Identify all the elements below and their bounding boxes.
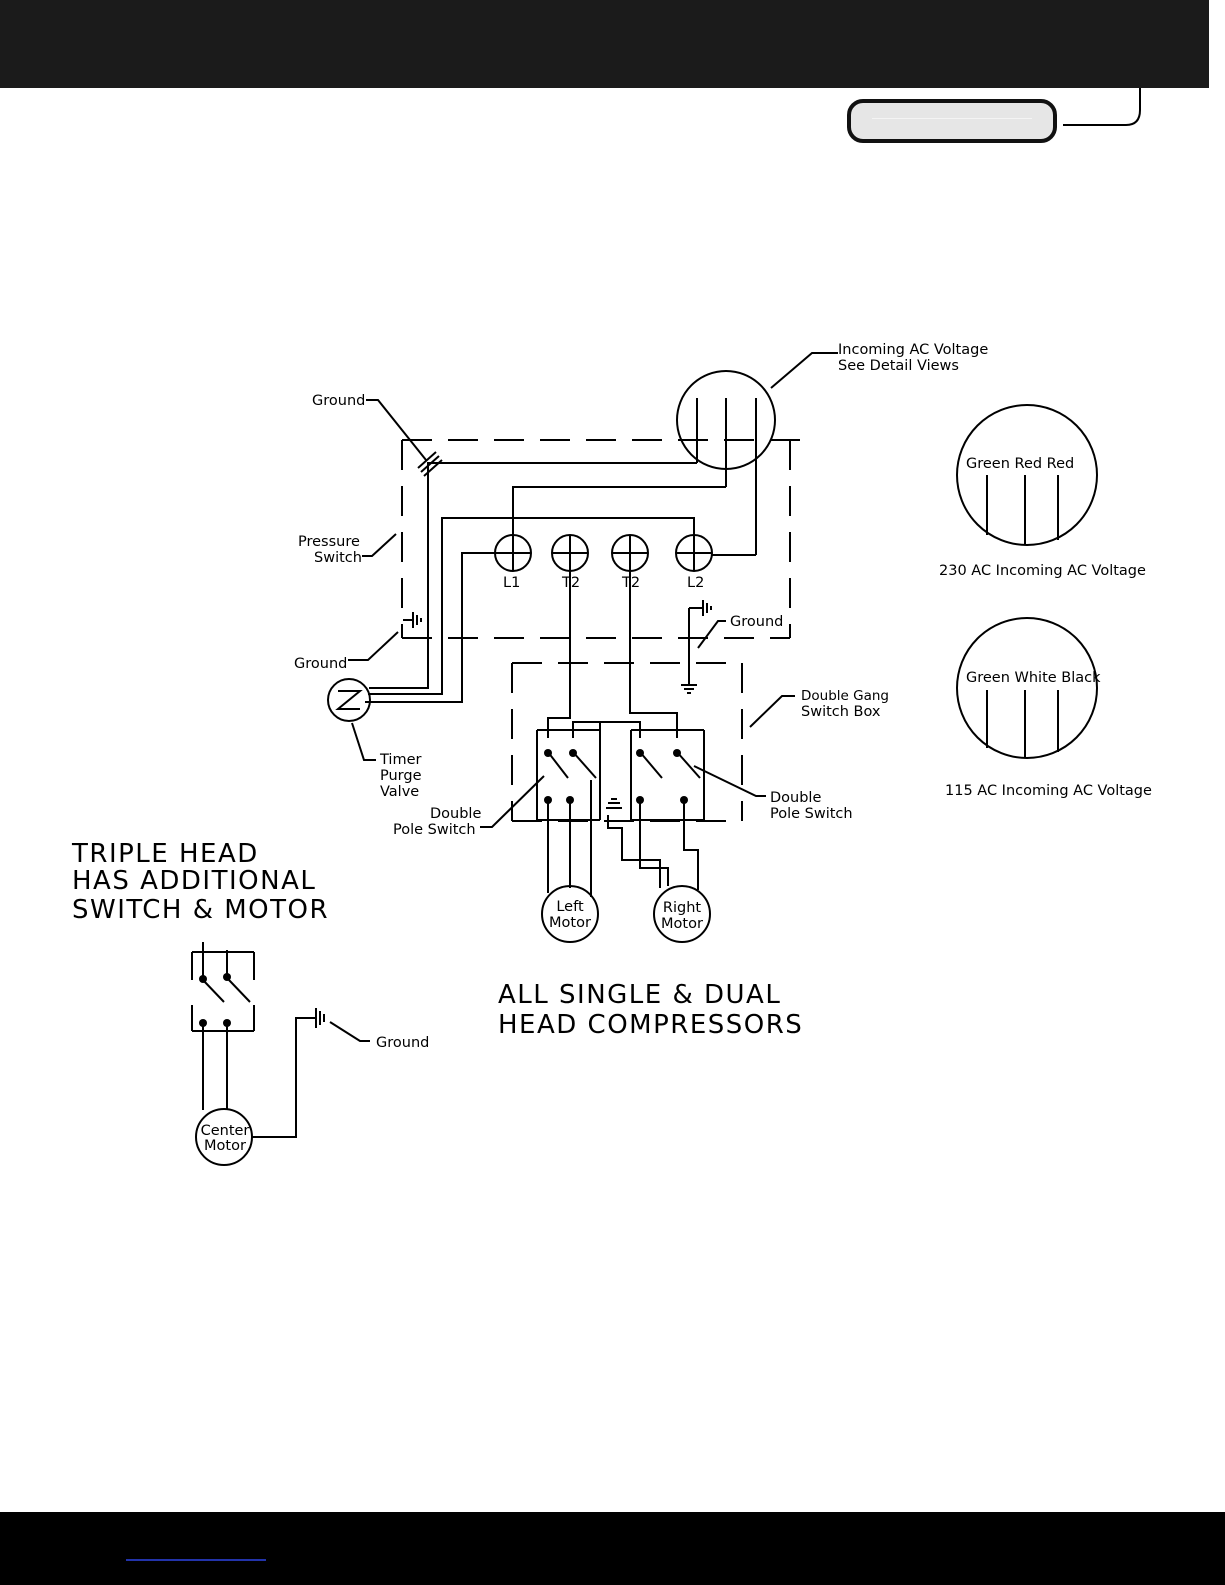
detail-230-circle bbox=[956, 404, 1098, 546]
leader-ground-top bbox=[366, 399, 427, 461]
leader-dps-right bbox=[693, 765, 766, 797]
leader-incoming bbox=[770, 352, 838, 389]
ground-symbol-mid bbox=[688, 600, 712, 685]
label-dps-right-2: Pole Switch bbox=[770, 806, 853, 822]
label-terminal-t2b: T2 bbox=[621, 575, 640, 591]
label-left-motor-1: Left bbox=[556, 899, 584, 915]
ground-symbol-top bbox=[417, 451, 443, 477]
center-motor-ground-wire bbox=[252, 1017, 316, 1138]
leader-ground-left bbox=[348, 631, 399, 661]
leader-ground-mid bbox=[697, 620, 726, 649]
header-bar-edge bbox=[1209, 0, 1225, 88]
label-incoming-2: See Detail Views bbox=[838, 358, 959, 374]
detail-230-wires bbox=[986, 475, 1059, 545]
label-triple-3: SWITCH & MOTOR bbox=[72, 895, 329, 925]
label-terminal-l2: L2 bbox=[687, 575, 704, 591]
leader-timer bbox=[351, 722, 376, 761]
incoming-ac-wires bbox=[696, 398, 757, 555]
label-all-2: HEAD COMPRESSORS bbox=[498, 1010, 803, 1040]
wire-right-motor-ground bbox=[607, 815, 661, 888]
wire-l1-to-timer bbox=[365, 552, 495, 703]
leader-pressure-switch bbox=[362, 533, 397, 557]
triple-switch-top-wires bbox=[202, 942, 228, 980]
label-center-motor-1: Center bbox=[201, 1123, 250, 1139]
ground-symbol-box bbox=[606, 798, 622, 809]
footer-bar bbox=[0, 1512, 1225, 1585]
label-dps-right-1: Double bbox=[770, 790, 821, 806]
label-timer-1: Timer bbox=[379, 752, 421, 768]
label-ground-top: Ground bbox=[312, 393, 365, 409]
ground-symbol-left bbox=[403, 612, 422, 628]
wire-t2-right-drop bbox=[629, 571, 678, 738]
ground-symbol-earth bbox=[681, 684, 697, 694]
triple-switch-top bbox=[191, 951, 255, 980]
label-detail-115-caption: 115 AC Incoming AC Voltage bbox=[945, 783, 1152, 799]
double-pole-switch-right bbox=[630, 729, 705, 821]
label-terminal-l1: L1 bbox=[503, 575, 520, 591]
switch-blades-left bbox=[547, 751, 597, 779]
left-motor bbox=[541, 885, 599, 943]
label-dps-left-1: Double bbox=[430, 806, 481, 822]
label-timer-2: Purge bbox=[380, 768, 422, 784]
ground-symbol-bottom bbox=[315, 1008, 325, 1028]
label-gang-2: Switch Box bbox=[801, 704, 881, 720]
label-ground-mid: Ground bbox=[730, 614, 783, 630]
header-tab-highlight bbox=[872, 118, 1032, 119]
triple-motor-wires bbox=[202, 1023, 228, 1110]
header-bar bbox=[0, 0, 1209, 88]
label-terminal-t2a: T2 bbox=[561, 575, 580, 591]
leader-dps-left bbox=[480, 775, 545, 828]
wire-t2-left-drop bbox=[547, 571, 571, 738]
label-detail-230-caption: 230 AC Incoming AC Voltage bbox=[939, 563, 1146, 579]
right-motor bbox=[653, 885, 711, 943]
triple-switch-bottom bbox=[191, 1005, 255, 1032]
label-center-motor-2: Motor bbox=[204, 1138, 246, 1154]
switch-contacts bbox=[199, 749, 688, 1027]
label-triple-1: TRIPLE HEAD bbox=[71, 839, 259, 869]
label-left-motor-2: Motor bbox=[549, 915, 591, 931]
leader-ground-bottom bbox=[329, 1021, 370, 1042]
triple-switch-blades bbox=[202, 979, 251, 1003]
footer-link[interactable] bbox=[126, 1559, 266, 1561]
timer-purge-valve bbox=[327, 678, 371, 722]
label-right-motor-2: Motor bbox=[661, 916, 703, 932]
label-pressure-2: Switch bbox=[314, 550, 362, 566]
double-pole-switch-left bbox=[536, 729, 601, 821]
wire-ground-to-timer bbox=[369, 462, 697, 689]
label-ground-bottom: Ground bbox=[376, 1035, 429, 1051]
wire-l2-to-timer bbox=[368, 517, 695, 695]
label-triple-2: HAS ADDITIONAL bbox=[72, 866, 316, 896]
header-tab-connector bbox=[1063, 88, 1141, 126]
detail-115-wires bbox=[986, 690, 1059, 758]
wire-right-motor-b bbox=[683, 800, 699, 890]
label-pressure-1: Pressure bbox=[298, 534, 360, 550]
label-ground-left: Ground bbox=[294, 656, 347, 672]
label-incoming-1: Incoming AC Voltage bbox=[838, 342, 988, 358]
label-dps-left-2: Pole Switch bbox=[393, 822, 476, 838]
timer-symbol bbox=[335, 690, 363, 710]
label-gang-1: Double Gang bbox=[801, 688, 889, 704]
label-timer-3: Valve bbox=[380, 784, 419, 800]
switch-blades-right bbox=[639, 751, 701, 779]
label-detail-230-wires: Green Red Red bbox=[966, 456, 1074, 472]
label-detail-115-wires: Green White Black bbox=[966, 670, 1101, 686]
label-all-1: ALL SINGLE & DUAL bbox=[498, 980, 781, 1010]
header-tab bbox=[847, 99, 1057, 143]
wire-right-motor-a bbox=[639, 800, 669, 886]
label-right-motor-1: Right bbox=[663, 900, 701, 916]
leader-gang-box bbox=[749, 695, 795, 728]
detail-115-circle bbox=[956, 617, 1098, 759]
